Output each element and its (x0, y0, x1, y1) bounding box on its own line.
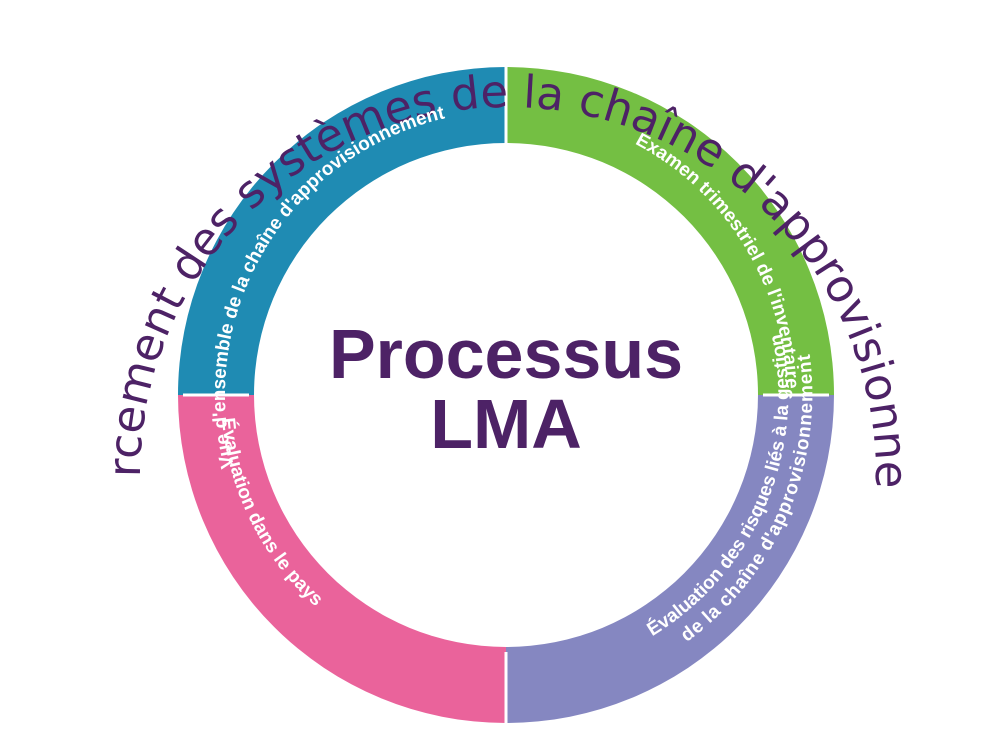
segment-dividers (183, 62, 829, 728)
segment-bottom-right (506, 395, 834, 723)
center-title-line1: Processus (329, 315, 683, 393)
segment-top-left (178, 67, 506, 395)
segment-bottom-left (178, 395, 506, 723)
center-title-line2: LMA (430, 385, 582, 463)
segment-top-right (506, 67, 834, 395)
